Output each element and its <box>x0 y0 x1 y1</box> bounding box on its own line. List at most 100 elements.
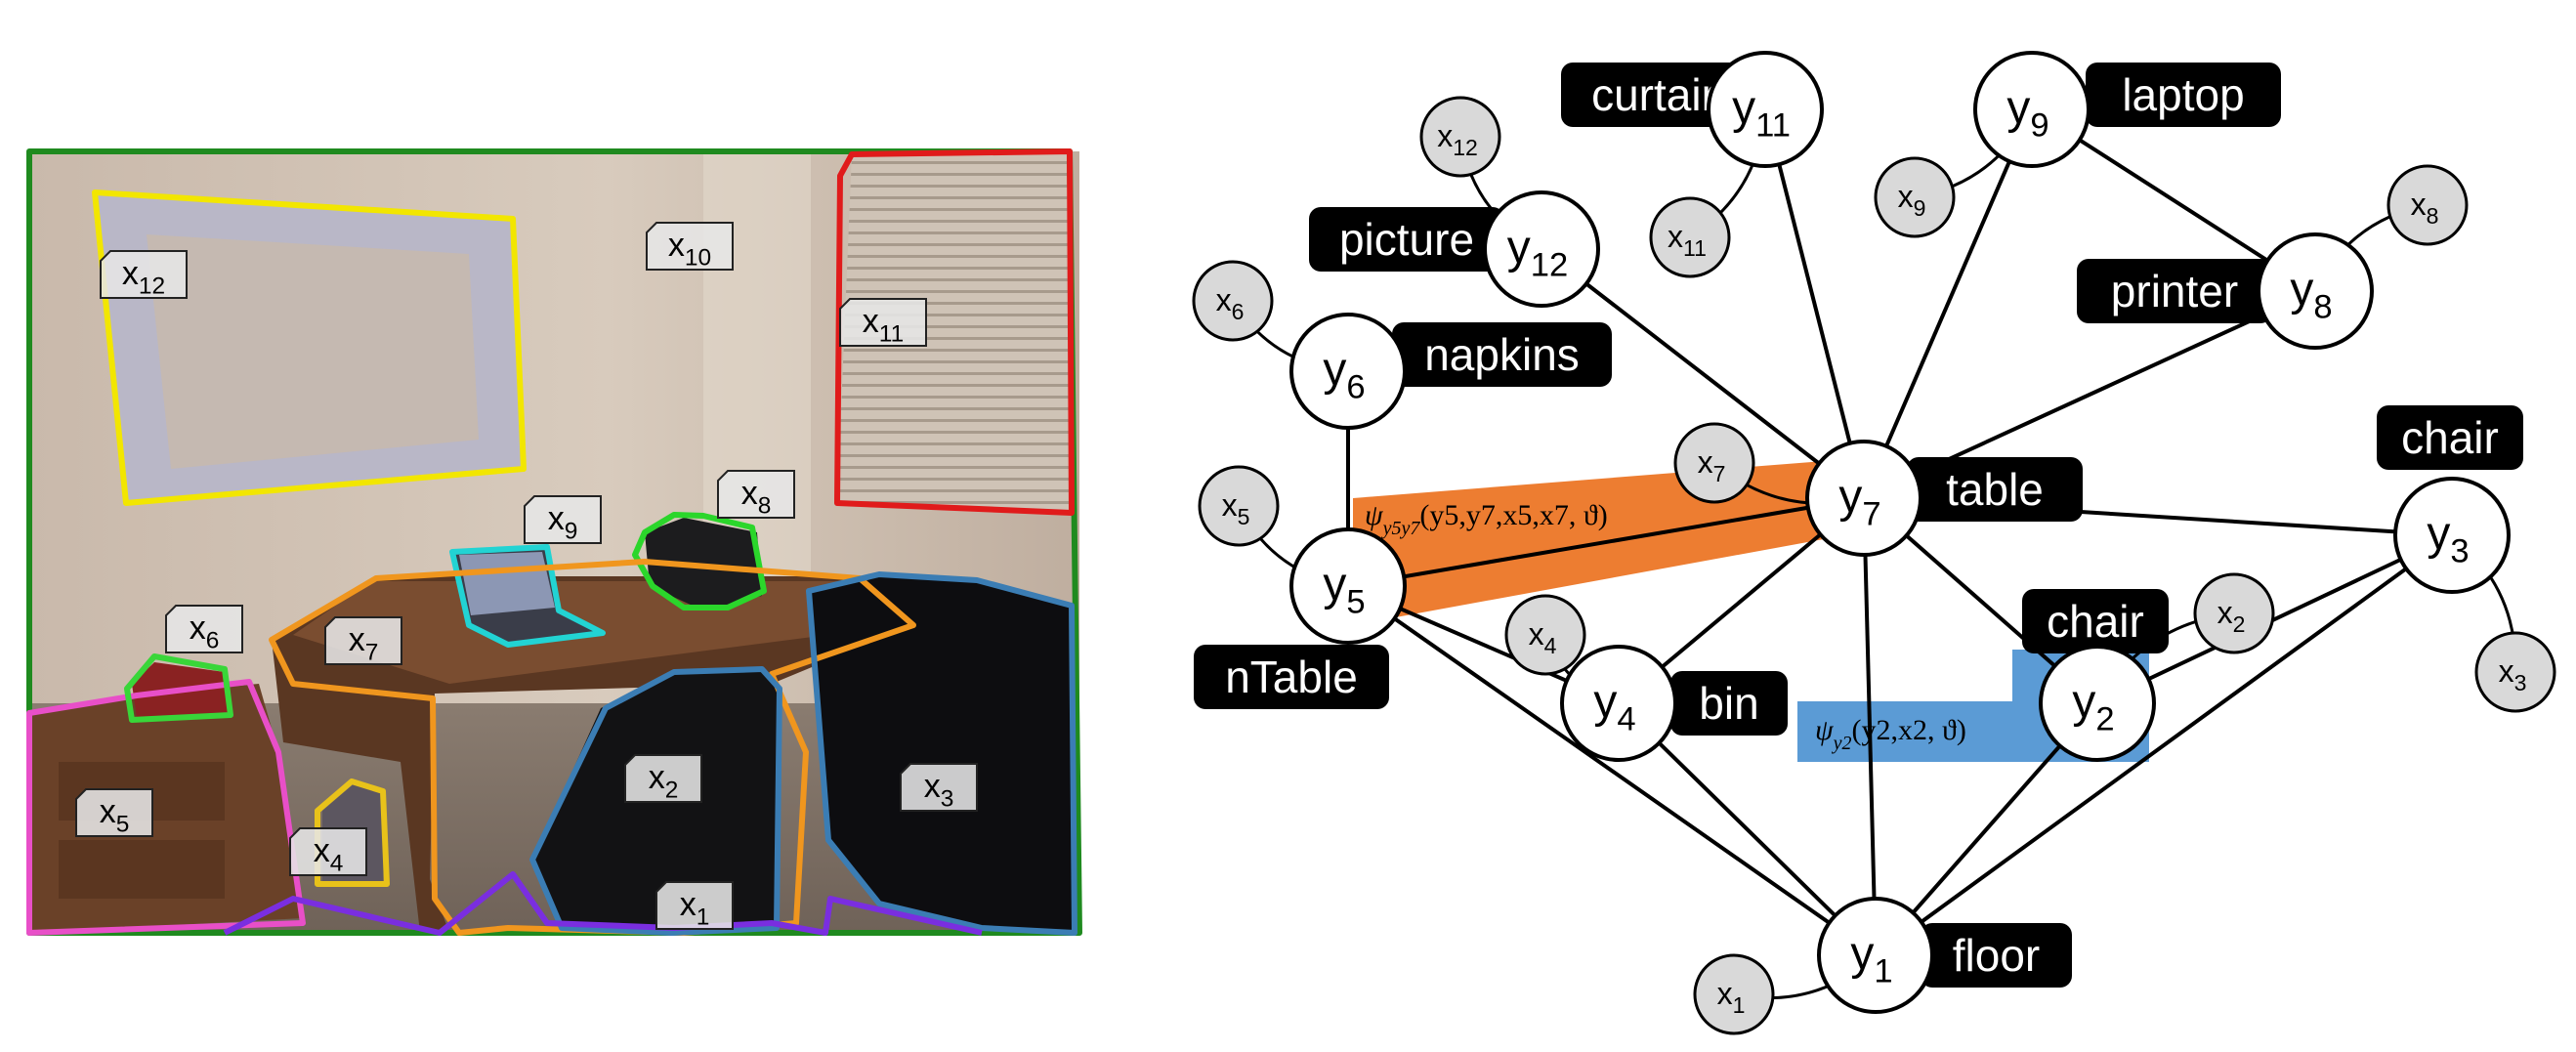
node-label-y2: y2 <box>2072 676 2114 737</box>
class-tag-label-y11: curtair <box>1591 69 1716 120</box>
class-tag-y7 <box>1907 457 2083 522</box>
node-label-y5: y5 <box>1323 559 1365 620</box>
class-tag-label-y12: picture <box>1339 214 1474 265</box>
region-tag-x10 <box>646 222 734 271</box>
region-tag-x9 <box>524 495 602 544</box>
outline-chair-right <box>806 571 1077 936</box>
obs-node-x1 <box>1693 953 1775 1035</box>
edge-y7-y11 <box>1763 108 1866 499</box>
edge-y2-y3 <box>2096 533 2453 705</box>
node-label-y1: y1 <box>1850 928 1892 989</box>
obs-node-x7 <box>1673 422 1755 504</box>
segmentation-outlines <box>26 148 1082 936</box>
node-label-y7: y7 <box>1838 471 1880 532</box>
node-label-y12: y12 <box>1507 222 1568 283</box>
node-y8 <box>2257 232 2374 350</box>
edge-y7-y9 <box>1862 108 2034 499</box>
node-y7 <box>1805 440 1922 557</box>
node-class-tags: floorchairchairbinnTablenapkinstableprin… <box>1194 63 2523 988</box>
class-tag-y1 <box>1921 923 2072 988</box>
edge-y7-y12 <box>1540 247 1866 500</box>
node-label-y11: y11 <box>1732 82 1791 144</box>
obs-label-x1: x1 <box>1717 976 1746 1018</box>
edge-y5-y1 <box>1346 584 1878 957</box>
pairwise-potential-label: ψy5y7(y5,y7,x5,x7, ϑ) <box>1365 499 1608 539</box>
window-blinds <box>837 151 1072 513</box>
region-tag-label-x8: x8 <box>741 475 772 520</box>
region-tag-label-x2: x2 <box>649 759 679 804</box>
class-tag-y9 <box>2086 63 2281 127</box>
obs-node-x9 <box>1874 156 1956 238</box>
class-tag-label-y1: floor <box>1953 930 2040 981</box>
obs-label-x4: x4 <box>1529 616 1557 658</box>
class-tag-label-y7: table <box>1946 464 2044 515</box>
edge-y7-y1 <box>1862 497 1878 956</box>
outline-curtain <box>834 148 1075 516</box>
chair-right <box>811 576 1072 933</box>
node-label-y4: y4 <box>1593 676 1635 737</box>
node-y5 <box>1289 527 1407 645</box>
obs-label-x8: x8 <box>2411 187 2439 229</box>
class-tag-label-y8: printer <box>2111 266 2238 316</box>
class-tag-y2 <box>2022 589 2169 653</box>
obs-node-x12 <box>1419 96 1501 178</box>
region-tag-x11 <box>839 298 927 347</box>
class-tag-y5 <box>1194 645 1389 709</box>
node-y11 <box>1707 51 1824 168</box>
outline-map <box>92 189 527 506</box>
node-y3 <box>2393 477 2511 594</box>
obs-node-x3 <box>2474 631 2556 713</box>
obs-node-x4 <box>1504 594 1586 676</box>
outline-cabinet <box>26 679 306 936</box>
node-label-y8: y8 <box>2290 264 2332 325</box>
outline-laptop <box>449 544 606 648</box>
region-tag-x6 <box>165 605 243 653</box>
region-tag-label-x6: x6 <box>190 610 220 654</box>
node-label-y3: y3 <box>2427 508 2469 569</box>
outline-chair-front <box>529 666 782 936</box>
region-tag-label-x3: x3 <box>924 768 954 813</box>
obs-label-x7: x7 <box>1698 444 1726 486</box>
region-tag-label-x9: x9 <box>548 500 578 545</box>
class-tag-label-y6: napkins <box>1424 329 1580 380</box>
edge-y7-y5 <box>1347 496 1865 588</box>
region-tag-x2 <box>624 754 702 803</box>
node-y2 <box>2039 645 2156 762</box>
region-tag-label-x11: x11 <box>863 303 904 348</box>
node-y1 <box>1817 897 1934 1014</box>
outline-room <box>26 148 1082 936</box>
class-tag-y3 <box>2377 405 2523 470</box>
potential-labels: ψy5y7(y5,y7,x5,x7, ϑ) ψy2(y2,x2, ϑ) <box>1365 499 1966 754</box>
node-label-y6: y6 <box>1323 344 1365 405</box>
class-tag-label-y9: laptop <box>2122 69 2244 120</box>
unary-potential-label: ψy2(y2,x2, ϑ) <box>1815 714 1966 754</box>
node-y9 <box>1973 51 2090 168</box>
region-tag-x8 <box>717 470 795 519</box>
region-tag-label-x10: x10 <box>668 227 711 272</box>
obs-node-x11 <box>1649 196 1731 278</box>
class-tag-label-y5: nTable <box>1225 652 1358 702</box>
obs-label-x2: x2 <box>2217 595 2246 637</box>
edge-y1-y3 <box>1874 533 2454 957</box>
class-tag-y6 <box>1392 322 1612 387</box>
outline-table <box>269 559 916 936</box>
obs-label-x11: x11 <box>1668 219 1707 261</box>
outline-napkins <box>124 653 233 723</box>
class-tag-y8 <box>2077 259 2272 323</box>
class-tag-y4 <box>1670 671 1788 736</box>
obs-node-x8 <box>2386 164 2469 246</box>
node-y6 <box>1289 313 1407 430</box>
obs-label-x5: x5 <box>1222 487 1250 529</box>
obs-label-x9: x9 <box>1898 179 1926 221</box>
outline-printer <box>632 512 767 610</box>
class-tag-label-y3: chair <box>2401 412 2499 463</box>
region-tag-x12 <box>100 250 188 299</box>
obs-label-x6: x6 <box>1216 282 1245 324</box>
region-tag-x4 <box>289 827 367 876</box>
class-tag-label-y2: chair <box>2047 596 2144 647</box>
region-tag-label-x12: x12 <box>122 255 165 300</box>
